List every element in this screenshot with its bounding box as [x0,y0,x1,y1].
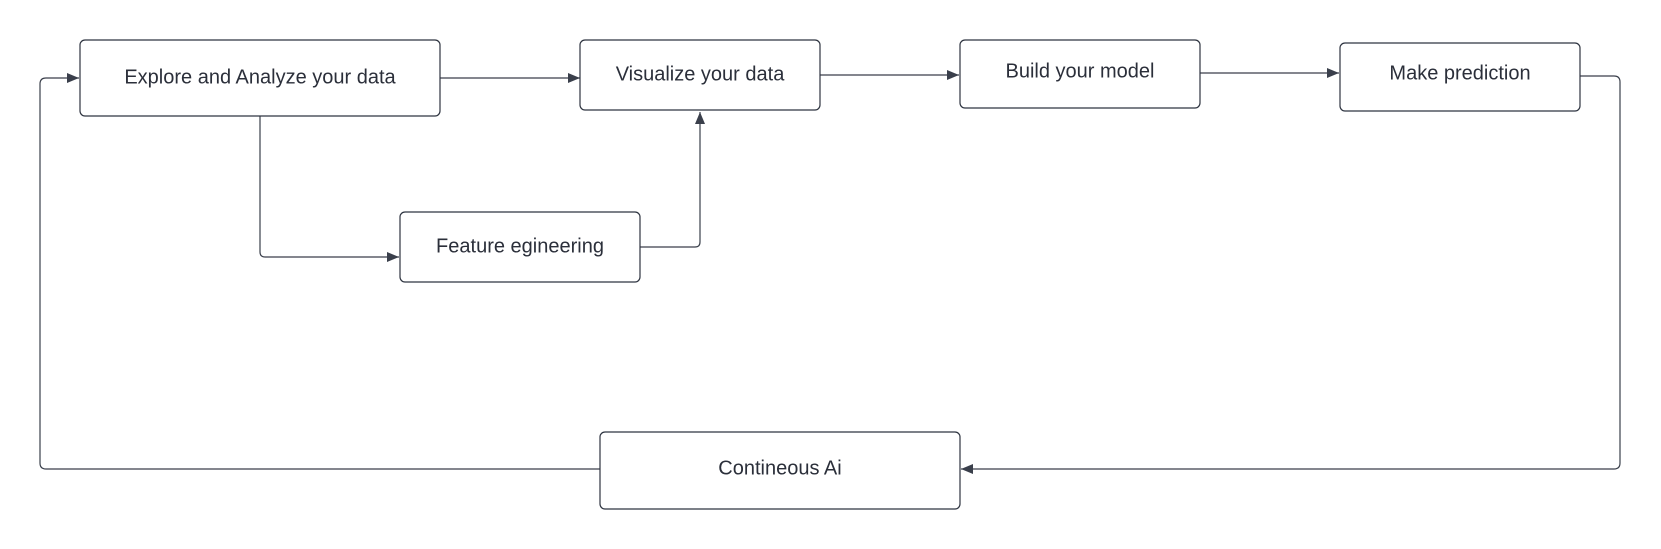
node-visualize-label: Visualize your data [616,63,786,85]
edge-continuous-to-explore [39,73,600,470]
node-visualize-box [579,39,821,111]
node-feature-label: Feature egineering [436,235,604,257]
node-continuous-box [599,431,961,510]
node-continuous-label: Contineous Ai [718,457,841,479]
node-feature-box [399,211,641,283]
edge-feature-to-visualize [640,112,705,248]
node-build-box [959,39,1201,109]
node-explore[interactable]: Explore and Analyze your data [79,39,441,117]
node-build[interactable]: Build your model [959,39,1201,109]
edges [39,68,1621,474]
node-predict-box [1339,42,1581,112]
node-visualize[interactable]: Visualize your data [579,39,821,111]
edge-explore-to-feature [259,116,399,262]
edge-predict-to-continuous [961,75,1621,474]
node-explore-box [79,39,441,117]
node-predict-label: Make prediction [1389,62,1530,84]
node-continuous[interactable]: Contineous Ai [599,431,961,510]
node-predict[interactable]: Make prediction [1339,42,1581,112]
node-feature[interactable]: Feature egineering [399,211,641,283]
node-build-label: Build your model [1006,60,1155,82]
node-explore-label: Explore and Analyze your data [124,66,396,88]
